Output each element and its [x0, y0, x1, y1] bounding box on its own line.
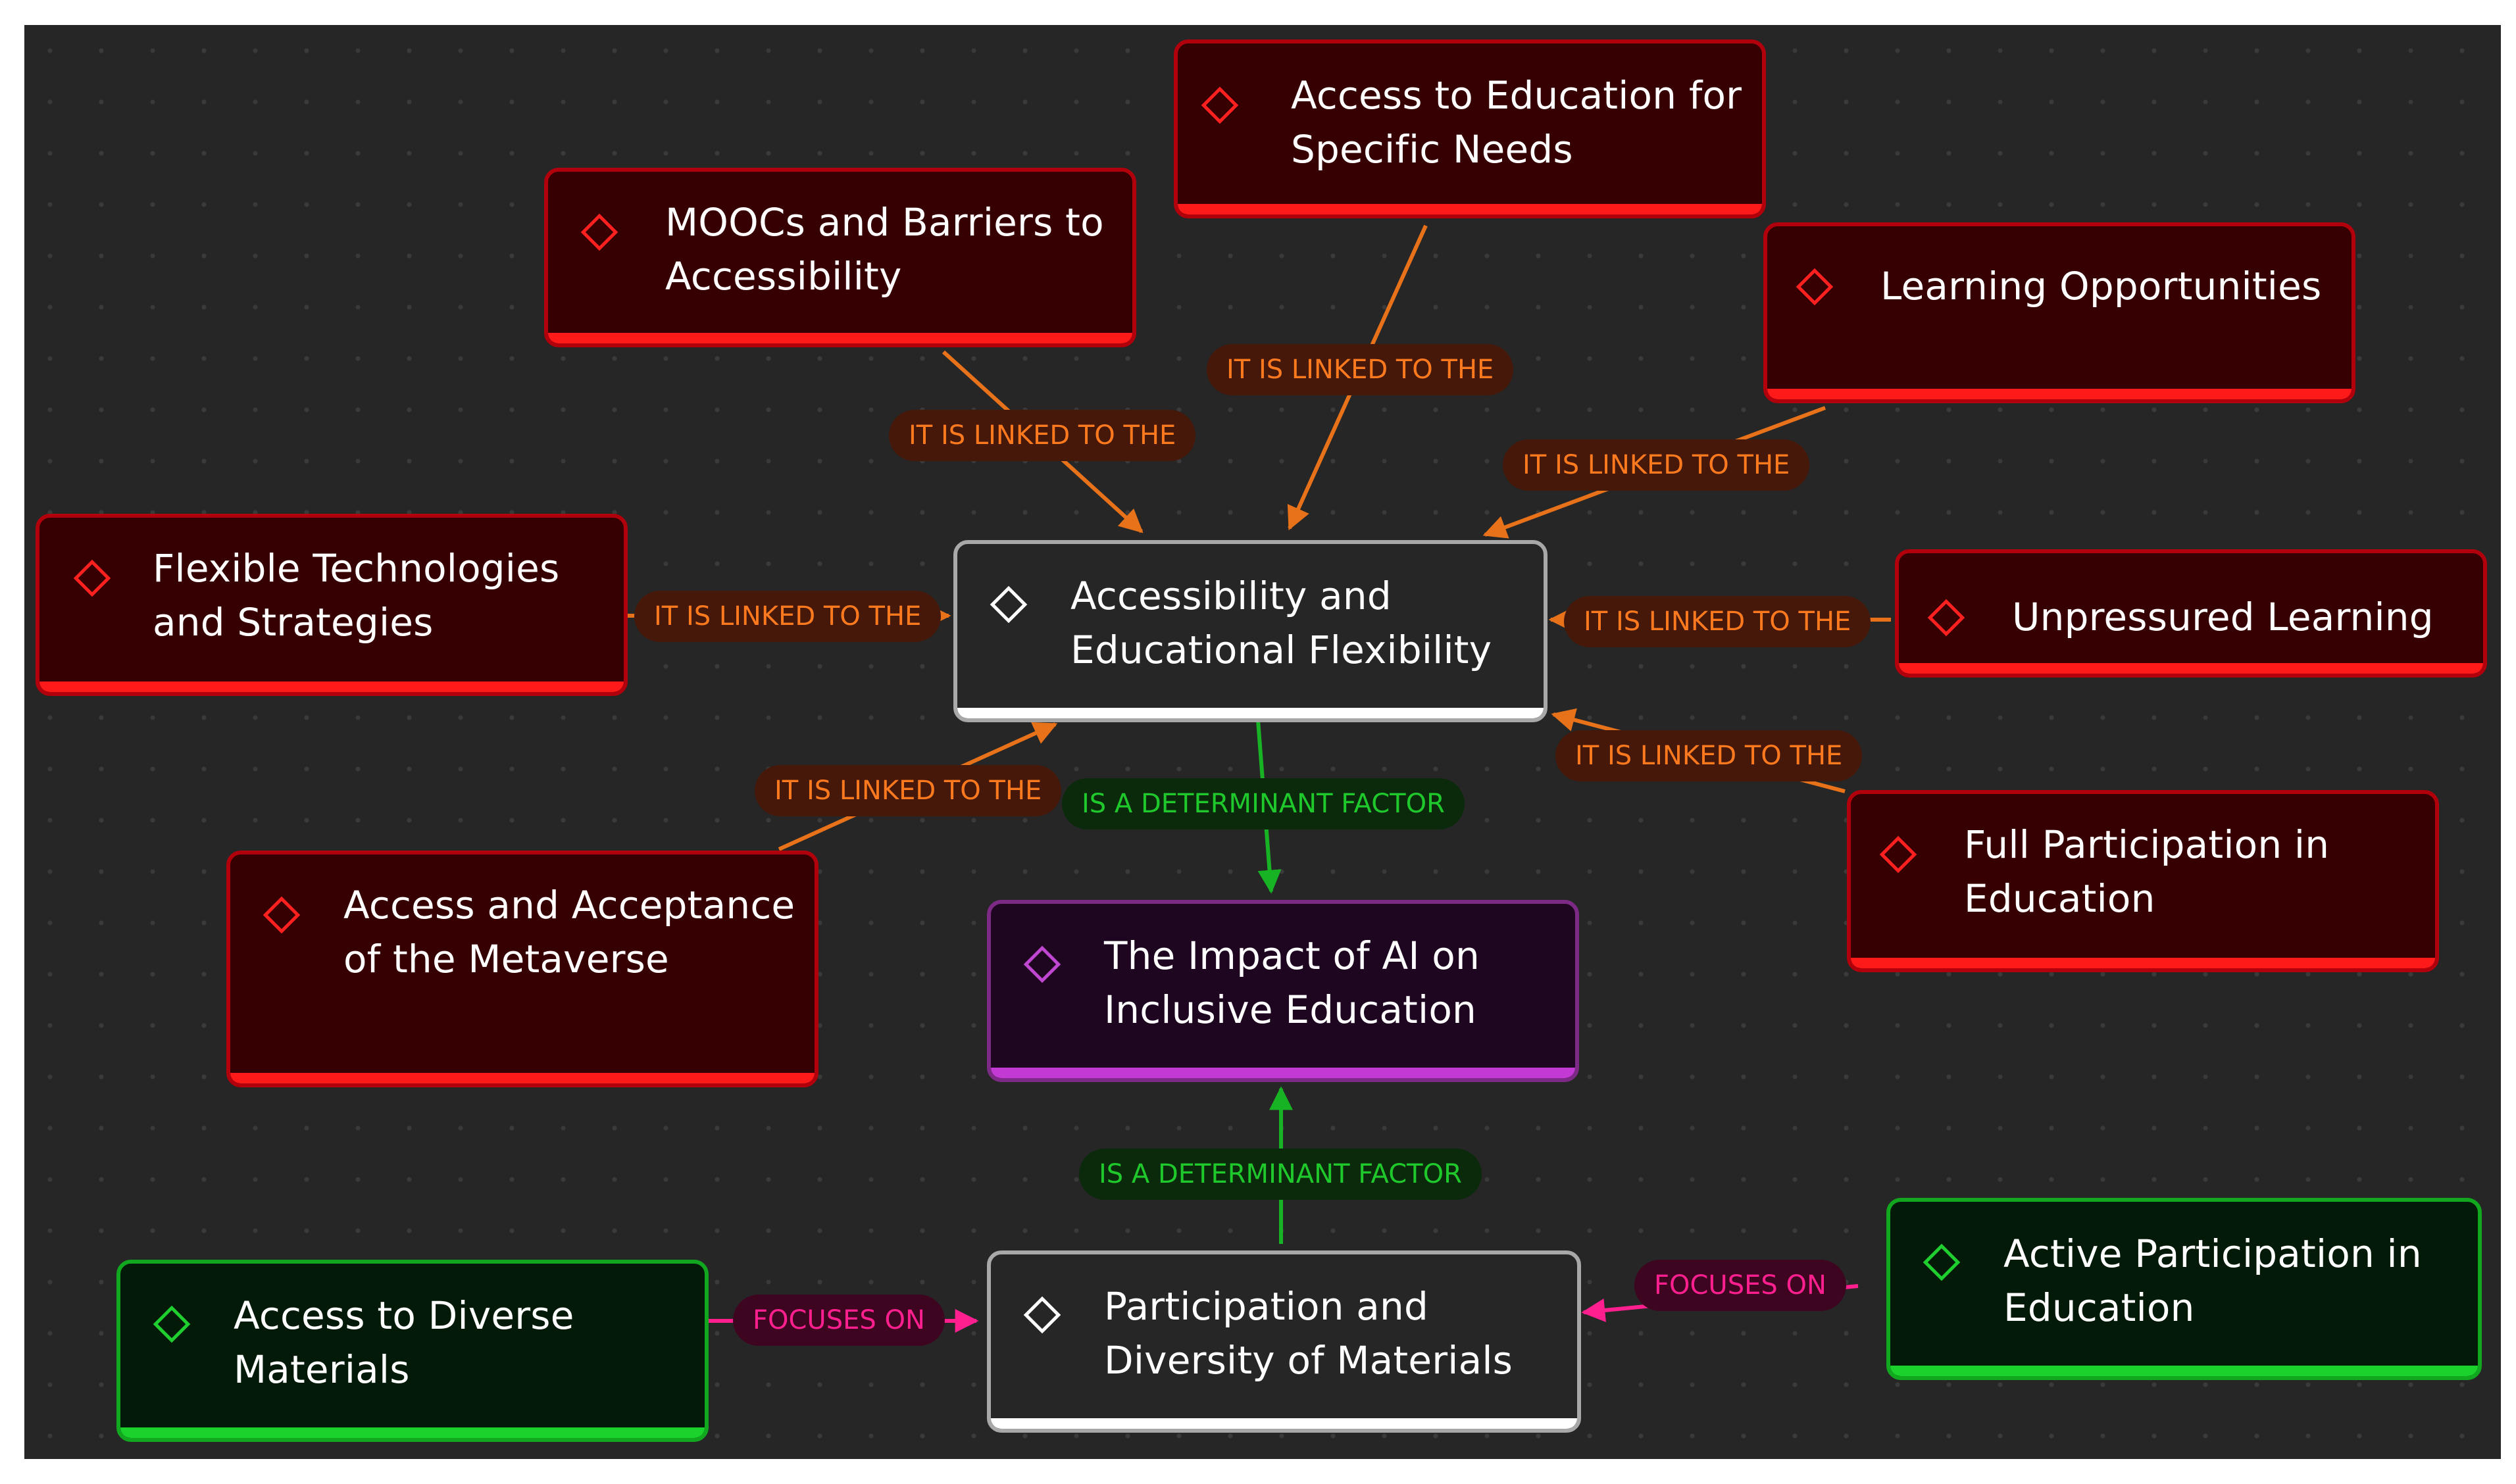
node-accent-bar — [548, 333, 1132, 343]
node-full-participation[interactable]: Full Participation in Education — [1847, 790, 2439, 972]
node-accent-bar — [1851, 958, 2435, 968]
edge-label-determinant-participation: IS A DETERMINANT FACTOR — [1079, 1149, 1482, 1200]
node-label: Access to Education for Specific Needs — [1291, 73, 1742, 172]
edge-label-focuses-diverse: FOCUSES ON — [733, 1295, 945, 1346]
node-label: Access and Acceptance of the Metaverse — [343, 883, 795, 981]
node-accessibility-flexibility[interactable]: Accessibility and Educational Flexibilit… — [953, 540, 1547, 722]
node-label: Flexible Technologies and Strategies — [153, 546, 560, 645]
diamond-icon — [1927, 599, 1965, 637]
diamond-icon — [1796, 268, 1834, 306]
node-accent-bar — [1767, 389, 2352, 399]
diamond-icon — [1023, 945, 1061, 983]
edge-label-specific-needs: IT IS LINKED TO THE — [1207, 344, 1514, 395]
diamond-icon — [580, 213, 618, 251]
node-label: MOOCs and Barriers to Accessibility — [665, 200, 1104, 299]
diagram-canvas[interactable]: IT IS LINKED TO THE IT IS LINKED TO THE … — [24, 25, 2501, 1459]
node-accent-bar — [957, 708, 1544, 718]
diamond-icon — [990, 585, 1028, 624]
edge-label-full-participation: IT IS LINKED TO THE — [1555, 730, 1863, 781]
node-label: Full Participation in Education — [1964, 822, 2330, 921]
node-accent-bar — [1890, 1366, 2478, 1376]
node-active-participation[interactable]: Active Participation in Education — [1886, 1198, 2482, 1380]
node-label: Participation and Diversity of Materials — [1104, 1284, 1513, 1383]
node-label: Access to Diverse Materials — [234, 1293, 574, 1392]
node-label: Active Participation in Education — [2003, 1231, 2422, 1330]
edge-label-determinant-accessibility: IS A DETERMINANT FACTOR — [1062, 778, 1465, 829]
edge-label-focuses-active: FOCUSES ON — [1634, 1260, 1846, 1311]
node-unpressured-learning[interactable]: Unpressured Learning — [1895, 549, 2487, 678]
node-accent-bar — [1178, 204, 1762, 214]
node-participation-diversity[interactable]: Participation and Diversity of Materials — [987, 1250, 1581, 1433]
node-label: Unpressured Learning — [2012, 595, 2434, 639]
edge-label-flexible: IT IS LINKED TO THE — [634, 591, 942, 642]
node-accent-bar — [1899, 663, 2483, 674]
node-ai-impact[interactable]: The Impact of AI on Inclusive Education — [987, 900, 1579, 1082]
node-accent-bar — [991, 1418, 1577, 1429]
node-diverse-materials[interactable]: Access to Diverse Materials — [116, 1260, 709, 1442]
node-access-specific-needs[interactable]: Access to Education for Specific Needs — [1174, 39, 1766, 218]
node-learning-opportunities[interactable]: Learning Opportunities — [1763, 222, 2355, 403]
edge-label-metaverse: IT IS LINKED TO THE — [755, 765, 1062, 816]
diamond-icon — [1879, 835, 1917, 874]
node-metaverse[interactable]: Access and Acceptance of the Metaverse — [226, 851, 818, 1087]
node-accent-bar — [230, 1073, 815, 1083]
node-moocs-barriers[interactable]: MOOCs and Barriers to Accessibility — [544, 168, 1136, 347]
diamond-icon — [1923, 1243, 1961, 1281]
edge-label-moocs: IT IS LINKED TO THE — [889, 410, 1196, 461]
edge-label-unpressured: IT IS LINKED TO THE — [1564, 596, 1871, 647]
diamond-icon — [1023, 1296, 1061, 1334]
edge-label-learning-opportunities: IT IS LINKED TO THE — [1503, 439, 1810, 491]
node-accent-bar — [39, 681, 624, 692]
diamond-icon — [153, 1305, 191, 1343]
node-label: Learning Opportunities — [1880, 264, 2322, 309]
diamond-icon — [263, 896, 301, 934]
diamond-icon — [73, 559, 111, 597]
node-label: Accessibility and Educational Flexibilit… — [1070, 574, 1492, 672]
node-label: The Impact of AI on Inclusive Education — [1104, 933, 1480, 1032]
node-flexible-technologies[interactable]: Flexible Technologies and Strategies — [36, 514, 628, 696]
node-accent-bar — [120, 1427, 705, 1438]
diamond-icon — [1201, 86, 1239, 124]
node-accent-bar — [991, 1068, 1575, 1078]
